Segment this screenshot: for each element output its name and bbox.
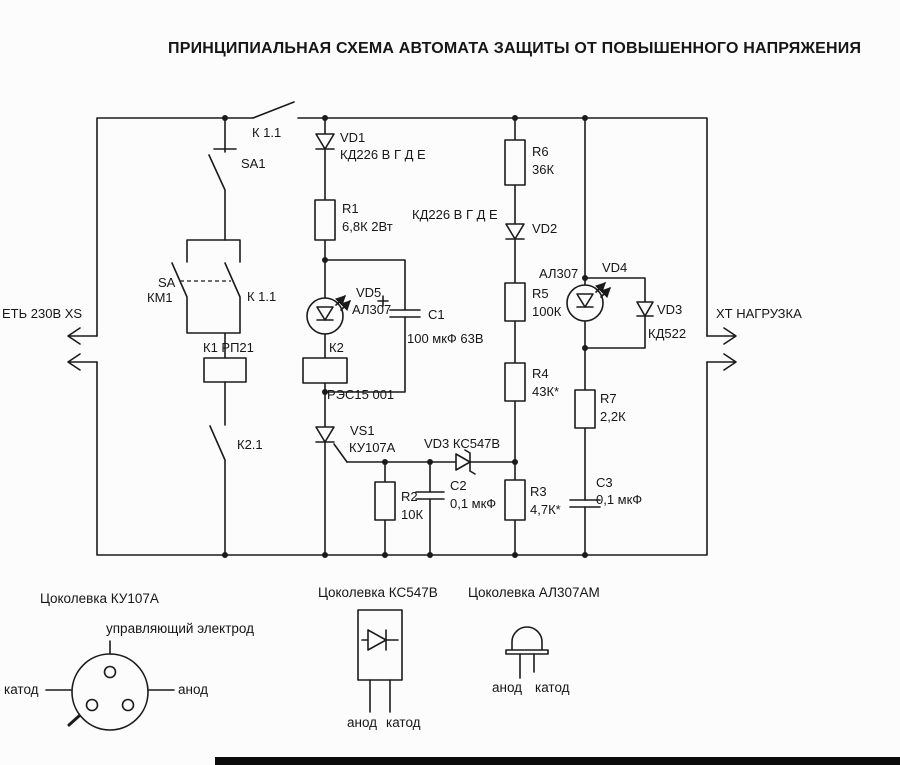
resistor-r5	[504, 282, 526, 322]
pinout-ku107a-title: Цоколевка КУ107А	[40, 591, 159, 606]
pinout-ku107a-anode-label: анод	[178, 682, 208, 697]
resistor-r1	[314, 199, 336, 241]
pinout-al307am-title: Цоколевка АЛ307АМ	[468, 585, 600, 600]
pinout-al307am-cathode-label: катод	[535, 680, 570, 695]
pinout-ku107a-cathode-label: катод	[4, 682, 39, 697]
label-r3: R3	[530, 484, 547, 499]
resistor-r4	[504, 362, 526, 402]
label-k2-type: РЭС15 001	[327, 387, 394, 402]
diode-vd2	[505, 223, 525, 240]
branch-indicator	[566, 117, 654, 556]
bus-wires	[96, 101, 708, 556]
resistor-r2	[374, 461, 396, 556]
label-c2: C2	[450, 478, 467, 493]
label-contact-k11: К 1.1	[247, 289, 276, 304]
label-km1: КМ1	[147, 290, 173, 305]
led-vd4	[566, 282, 611, 322]
branch-relay-control	[171, 117, 247, 556]
label-sa: SA	[158, 275, 176, 290]
pinout-ks547v-anode-label: анод	[347, 715, 377, 730]
pinout-al307am	[505, 626, 549, 679]
pinout-ku107a-control-label: управляющий электрод	[106, 621, 254, 636]
label-vs1: VS1	[350, 423, 375, 438]
label-r4-value: 43К*	[532, 384, 559, 399]
label-vd5-type: АЛ307	[352, 302, 391, 317]
label-vd4: VD4	[602, 260, 627, 275]
relay-coil-k1	[203, 357, 247, 383]
diode-vd1	[315, 133, 335, 150]
branch-sensing-divider	[504, 117, 526, 556]
label-r7-value: 2,2К	[600, 409, 626, 424]
label-c3-value: 0,1 мкФ	[596, 492, 642, 507]
label-r6: R6	[532, 144, 549, 159]
polarity-plus-sign	[377, 295, 389, 307]
label-vd3-zener: VD3 КС547В	[424, 436, 500, 451]
label-r7: R7	[600, 391, 617, 406]
zener-vd3-ks547v	[455, 449, 476, 475]
label-r5-value: 100К	[532, 304, 562, 319]
label-r6-value: 36К	[532, 162, 554, 177]
label-load-connector: ХТ НАГРУЗКА	[716, 306, 802, 321]
pinout-ks547v	[357, 609, 403, 713]
resistor-r3	[504, 479, 526, 521]
capacitor-c1	[324, 259, 421, 393]
mains-connector-symbol	[67, 327, 98, 371]
label-vs1-type: КУ107А	[349, 440, 396, 455]
capacitor-c3	[569, 499, 601, 508]
branch-trigger	[302, 117, 516, 556]
pinout-ku107a	[45, 640, 175, 731]
label-vd3-diode: VD3	[657, 302, 682, 317]
label-r2-value: 10К	[401, 507, 423, 522]
label-k2: К2	[329, 340, 344, 355]
label-c1: C1	[428, 307, 445, 322]
pinout-ks547v-cathode-label: катод	[386, 715, 421, 730]
label-c2-value: 0,1 мкФ	[450, 496, 496, 511]
pinout-al307am-anode-label: анод	[492, 680, 522, 695]
label-vd3-diode-type: КД522	[648, 326, 686, 341]
junction-dots	[222, 115, 588, 558]
label-r1: R1	[342, 201, 359, 216]
relay-coil-k2	[302, 357, 348, 384]
label-vd1: VD1	[340, 130, 365, 145]
label-sa1: SA1	[241, 156, 266, 171]
label-vd2-type: КД226 В Г Д Е	[412, 207, 498, 222]
label-r5: R5	[532, 286, 549, 301]
scan-artifact	[215, 757, 900, 765]
schematic-title: ПРИНЦИПИАЛЬНАЯ СХЕМА АВТОМАТА ЗАЩИТЫ ОТ …	[168, 40, 861, 57]
resistor-r7	[574, 389, 596, 429]
case-key-notch	[67, 714, 81, 727]
thyristor-vs1	[315, 426, 348, 463]
diode-vd3-kd522	[584, 277, 654, 349]
label-c3: C3	[596, 475, 613, 490]
label-contact-k11-top: К 1.1	[252, 125, 281, 140]
resistor-r6	[504, 139, 526, 186]
label-contact-k21: К2.1	[237, 437, 263, 452]
label-vd5: VD5	[356, 285, 381, 300]
pinout-ks547v-title: Цоколевка КС547В	[318, 585, 438, 600]
label-r3-value: 4,7К*	[530, 502, 561, 517]
label-vd4-type: АЛ307	[539, 266, 578, 281]
label-r2: R2	[401, 489, 418, 504]
label-r4: R4	[532, 366, 549, 381]
label-vd1-type: КД226 В Г Д Е	[340, 147, 426, 162]
label-c1-value: 100 мкФ 63В	[407, 331, 484, 346]
capacitor-c2	[415, 461, 445, 556]
label-relay-k1: К1 РП21	[203, 340, 254, 355]
led-vd5	[306, 295, 351, 335]
label-r1-value: 6,8К 2Вт	[342, 219, 393, 234]
label-mains-connector: ЕТЬ 230В XS	[2, 306, 82, 321]
load-connector-symbol	[706, 327, 737, 371]
label-vd2: VD2	[532, 221, 557, 236]
contact-k11-top-blade	[252, 101, 295, 119]
